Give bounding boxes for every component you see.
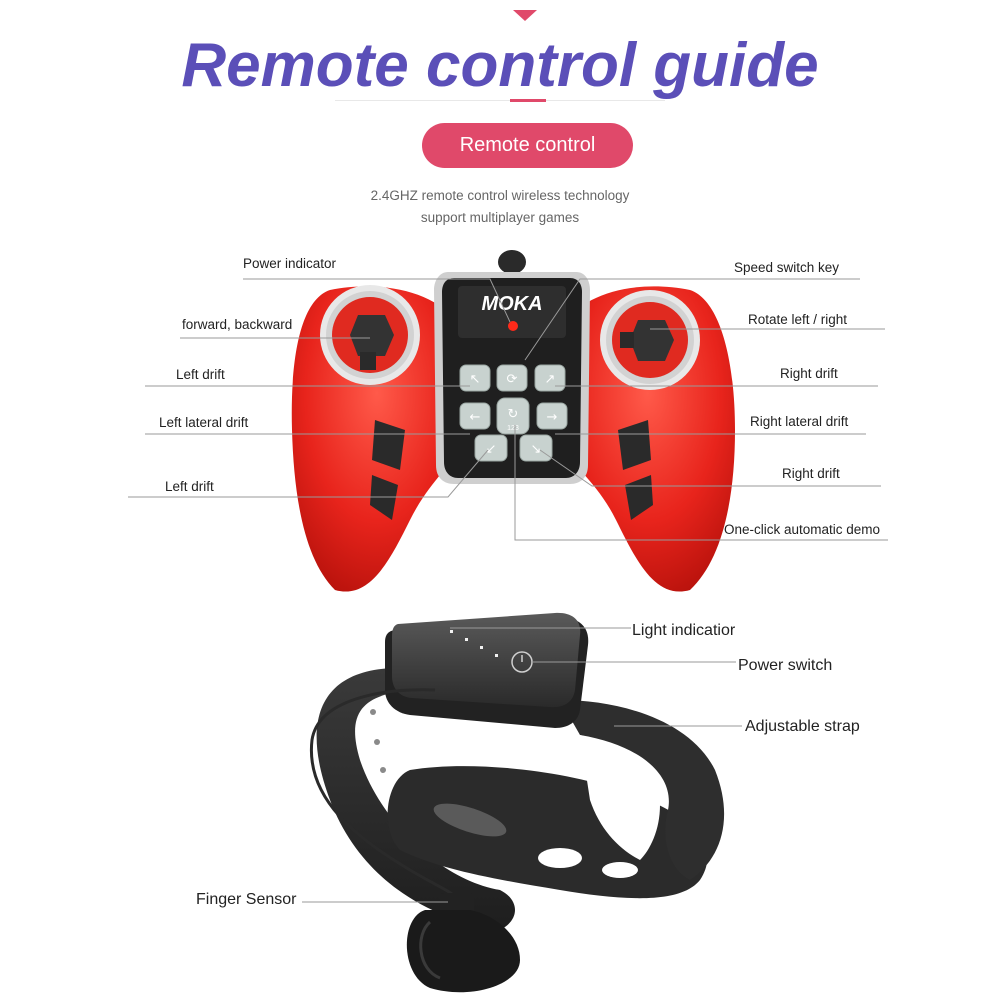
subtitle-line-1: 2.4GHZ remote control wireless technolog… (370, 188, 630, 203)
down-triangle-icon (513, 10, 537, 21)
label-left-drift-top: Left drift (176, 367, 225, 382)
label-finger-sensor: Finger Sensor (196, 891, 297, 908)
svg-text:↗: ↗ (545, 372, 556, 387)
label-forward-backward: forward, backward (182, 317, 293, 332)
label-adjustable-strap: Adjustable strap (745, 718, 860, 735)
label-one-click-demo: One-click automatic demo (724, 522, 881, 537)
wristband-device (309, 612, 725, 993)
label-power-indicator: Power indicator (243, 256, 337, 271)
label-right-drift-bottom: Right drift (782, 466, 840, 481)
right-drift-back-button (519, 434, 553, 462)
remote-control: MOKA ↖ ⟳ ↗ ← ↻ → (291, 250, 735, 592)
svg-text:↖: ↖ (470, 372, 481, 387)
svg-text:↻: ↻ (508, 407, 519, 422)
title-divider (335, 100, 665, 101)
label-power-switch: Power switch (738, 657, 833, 674)
label-right-lateral-drift: Right lateral drift (750, 414, 849, 429)
wristband-callout-lines (302, 627, 742, 903)
label-right-drift-top: Right drift (780, 366, 838, 381)
wristband-pod (392, 612, 581, 708)
section-badge: Remote control (422, 123, 633, 168)
right-joystick-icon (630, 320, 674, 361)
right-lateral-button (536, 402, 568, 430)
svg-text:↙: ↙ (486, 442, 497, 457)
remote-callout-lines (128, 278, 888, 541)
label-left-drift-bottom: Left drift (165, 479, 214, 494)
subtitle-line-2: support multiplayer games (420, 210, 580, 225)
svg-text:←: ← (470, 410, 481, 425)
svg-text:⟳: ⟳ (507, 372, 518, 387)
power-indicator-led (508, 321, 518, 331)
speed-switch-button (496, 364, 528, 392)
svg-text:→: → (547, 410, 558, 425)
left-lateral-button (459, 402, 491, 430)
demo-button (496, 397, 530, 435)
left-drift-button (459, 364, 491, 392)
left-drift-back-button (474, 434, 508, 462)
page-title: Remote control guide (181, 31, 819, 100)
label-light-indicator: Light indicatior (632, 622, 736, 639)
right-drift-button (534, 364, 566, 392)
svg-text:↘: ↘ (531, 442, 542, 457)
finger-ring-strap (406, 910, 520, 993)
remote-brand-logo: MOKA (481, 293, 542, 315)
label-speed-switch-key: Speed switch key (734, 260, 840, 275)
svg-text:123: 123 (507, 425, 519, 432)
title-accent-bar (510, 99, 546, 102)
label-left-lateral-drift: Left lateral drift (159, 415, 249, 430)
finger-sensor-head (440, 893, 474, 915)
left-joystick-icon (350, 315, 394, 356)
label-rotate-left-right: Rotate left / right (748, 312, 848, 327)
